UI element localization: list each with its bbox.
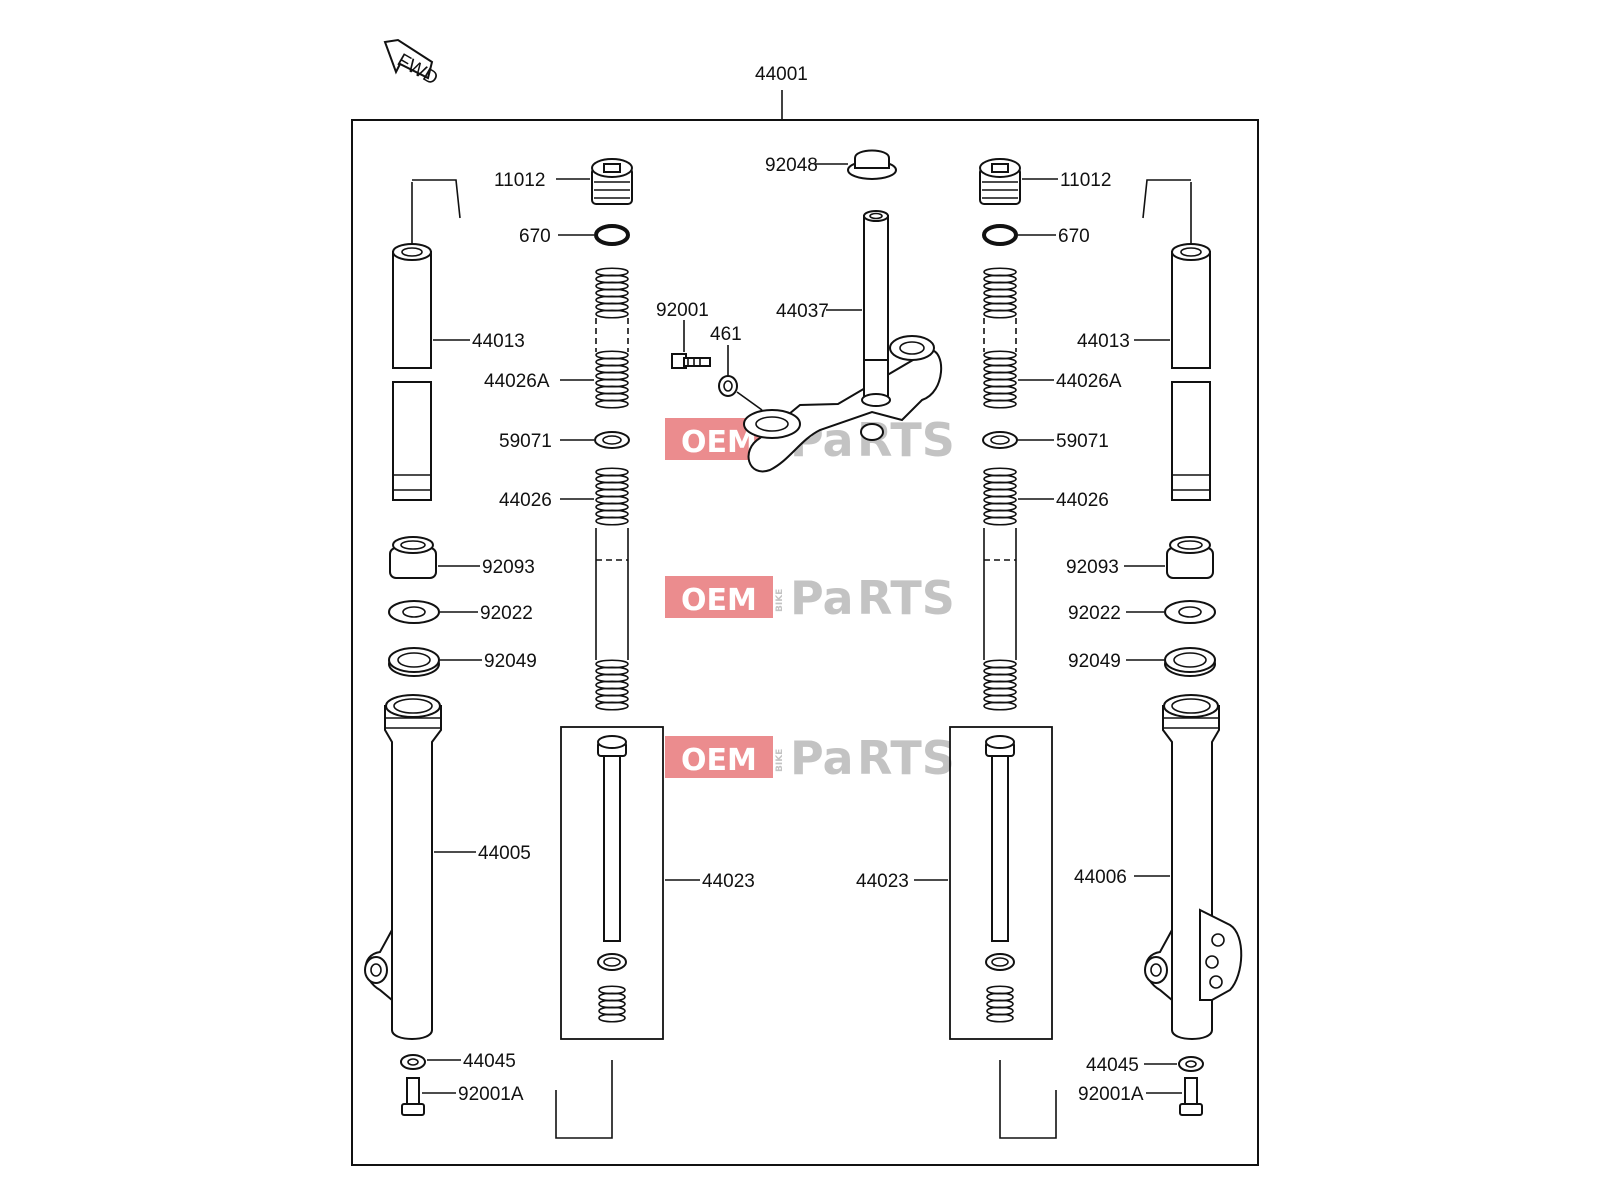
label-left-44013: 44013 — [472, 331, 525, 352]
label-left-670: 670 — [519, 226, 551, 247]
right-spring-upper — [983, 267, 1017, 409]
label-left-92022: 92022 — [480, 603, 533, 624]
label-92001: 92001 — [656, 300, 709, 321]
fwd-arrow-icon: FWD — [383, 38, 441, 90]
right-dust-seal — [1166, 536, 1214, 579]
label-left-92093: 92093 — [482, 557, 535, 578]
left-outer-tube — [364, 694, 442, 1040]
svg-text:OEM: OEM — [681, 425, 757, 460]
label-461: 461 — [710, 324, 742, 345]
svg-text:OEM: OEM — [681, 743, 757, 778]
label-left-44023: 44023 — [702, 871, 755, 892]
assembly-frame — [351, 119, 1259, 1166]
left-fork-cap — [591, 158, 633, 205]
label-right-59071: 59071 — [1056, 431, 1109, 452]
label-right-44023: 44023 — [856, 871, 909, 892]
label-left-44026A: 44026A — [484, 371, 550, 392]
svg-text:Pa: Pa — [790, 731, 854, 785]
right-inner-tube — [1142, 179, 1211, 501]
spring-coil — [595, 516, 629, 526]
label-right-44026A: 44026A — [1056, 371, 1122, 392]
label-right-92022: 92022 — [1068, 603, 1121, 624]
left-washer — [388, 600, 440, 624]
right-oil-seal — [1164, 647, 1216, 677]
svg-text:Pa: Pa — [790, 571, 854, 625]
right-damper-rod-box — [949, 726, 1057, 1139]
spring-coil — [983, 701, 1017, 711]
label-left-92001A: 92001A — [458, 1084, 524, 1105]
label-right-44013: 44013 — [1077, 331, 1130, 352]
label-right-44045: 44045 — [1086, 1055, 1139, 1076]
right-drain-washer — [1178, 1056, 1204, 1072]
left-spring-seat — [594, 431, 630, 449]
label-left-11012: 11012 — [494, 170, 545, 191]
steering-stem — [743, 210, 943, 473]
label-right-92001A: 92001A — [1078, 1084, 1144, 1105]
svg-text:RTS: RTS — [857, 731, 955, 785]
right-bottom-bolt — [1179, 1077, 1203, 1116]
left-damper-rod-box — [555, 726, 664, 1139]
spring-coil — [986, 1013, 1014, 1023]
spring-coil — [595, 399, 629, 409]
spring-coil — [983, 516, 1017, 526]
label-right-92049: 92049 — [1068, 651, 1121, 672]
spring-coil — [983, 309, 1017, 319]
right-o-ring — [982, 224, 1018, 246]
right-fork-cap — [979, 158, 1021, 205]
label-right-44006: 44006 — [1074, 867, 1127, 888]
left-drain-washer — [400, 1054, 426, 1070]
spring-coil — [983, 399, 1017, 409]
svg-text:BIKE: BIKE — [775, 749, 785, 772]
label-left-44005: 44005 — [478, 843, 531, 864]
label-right-11012: 11012 — [1060, 170, 1111, 191]
left-o-ring — [594, 224, 630, 246]
label-left-44045: 44045 — [463, 1051, 516, 1072]
label-right-670: 670 — [1058, 226, 1090, 247]
label-left-44026: 44026 — [499, 490, 552, 511]
right-main-spring — [983, 528, 1017, 660]
svg-text:BIKE: BIKE — [775, 589, 785, 612]
left-oil-seal — [388, 647, 440, 677]
left-spring-lower — [595, 467, 629, 526]
label-left-92049: 92049 — [484, 651, 537, 672]
svg-text:RTS: RTS — [857, 571, 955, 625]
label-right-92093: 92093 — [1066, 557, 1119, 578]
label-92048: 92048 — [765, 155, 818, 176]
clamp-washer — [718, 375, 763, 411]
top-nut — [847, 149, 897, 180]
clamp-bolt — [671, 353, 711, 369]
right-spring-seat — [982, 431, 1018, 449]
left-bottom-bolt — [401, 1077, 425, 1116]
assembly-label: 44001 — [755, 64, 808, 85]
spring-coil — [595, 701, 629, 711]
right-spring-lower — [983, 467, 1017, 526]
right-washer — [1164, 600, 1216, 624]
watermark: OEM BIKE Pa RTS OEM BIKE Pa RTS OEM BIKE… — [665, 413, 955, 785]
left-spring-upper — [595, 267, 629, 409]
right-outer-tube — [1144, 694, 1243, 1040]
spring-coil — [598, 1013, 626, 1023]
left-dust-seal — [389, 536, 437, 579]
label-44037: 44037 — [776, 301, 829, 322]
left-main-spring — [595, 528, 629, 660]
spring-coil — [595, 309, 629, 319]
label-right-44026: 44026 — [1056, 490, 1109, 511]
left-inner-tube — [392, 179, 461, 501]
svg-text:OEM: OEM — [681, 583, 757, 618]
label-left-59071: 59071 — [499, 431, 552, 452]
